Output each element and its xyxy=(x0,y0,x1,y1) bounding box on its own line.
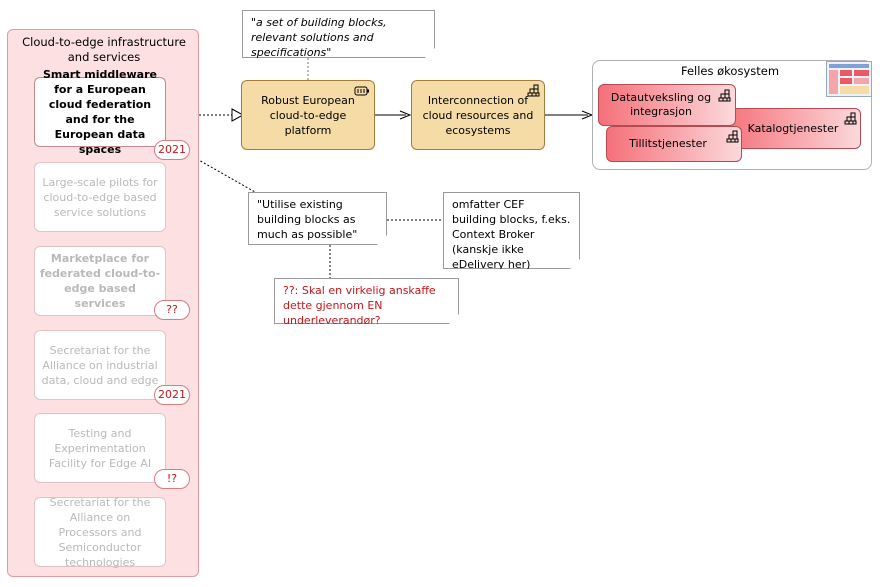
work-package-marketplace[interactable]: Marketplace for federated cloud-to-edge … xyxy=(34,246,166,316)
note-utilise[interactable]: "Utilise existing building blocks as muc… xyxy=(248,192,387,245)
item-label: Smart middleware for a European cloud fe… xyxy=(42,68,157,156)
item-label: Large-scale pilots for cloud-to-edge bas… xyxy=(42,175,158,219)
grid-icon xyxy=(718,89,731,102)
item-label: Testing and Experimentation Facility for… xyxy=(48,426,152,470)
grid-icon xyxy=(844,112,857,125)
work-package-secretariat-processors[interactable]: Secretariat for the Alliance on Processo… xyxy=(34,495,166,569)
service-catalog[interactable]: Katalogtjenester xyxy=(723,108,861,149)
work-package-testing-facility[interactable]: Testing and Experimentation Facility for… xyxy=(34,413,166,483)
badge-2021: 2021 xyxy=(154,140,190,160)
item-label: Marketplace for federated cloud-to-edge … xyxy=(39,252,161,310)
badge-2021: 2021 xyxy=(154,385,190,405)
work-package-smart-middleware[interactable]: Smart middleware for a European cloud fe… xyxy=(34,68,166,156)
capability-platform[interactable]: Robust European cloud-to-edge platform xyxy=(241,80,375,150)
diagram-thumbnail-icon xyxy=(826,61,872,97)
work-package-large-scale-pilots[interactable]: Large-scale pilots for cloud-to-edge bas… xyxy=(34,162,166,232)
item-label: Secretariat for the Alliance on Processo… xyxy=(49,495,151,569)
badge-question: ?? xyxy=(154,300,190,320)
grid-icon xyxy=(726,130,739,143)
service-trust[interactable]: Tillitstjenester xyxy=(606,126,742,162)
service-data-exchange[interactable]: Datautveksling og integrasjon xyxy=(598,84,736,126)
note-building-blocks[interactable]: "a set of building blocks, relevant solu… xyxy=(242,10,435,58)
flow-arrowhead-1 xyxy=(399,110,412,120)
grid-icon xyxy=(527,84,540,97)
capability-icon xyxy=(354,86,369,96)
note-cef[interactable]: omfatter CEF building blocks, f.eks. Con… xyxy=(443,192,580,269)
badge-exclamation: !? xyxy=(154,469,190,489)
capability-interconnection[interactable]: Interconnection of cloud resources and e… xyxy=(411,80,545,150)
note-question[interactable]: ??: Skal en virkelig anskaffe dette gjen… xyxy=(274,278,459,324)
note-connector-2 xyxy=(189,154,256,193)
group-title: Cloud-to-edge infrastructure and service… xyxy=(22,35,186,64)
ecosystem-title: Felles økosystem xyxy=(680,64,780,78)
work-package-secretariat-industrial-data[interactable]: Secretariat for the Alliance on industri… xyxy=(34,330,166,400)
realization-arrowhead xyxy=(231,108,245,122)
item-label: Secretariat for the Alliance on industri… xyxy=(41,343,159,387)
